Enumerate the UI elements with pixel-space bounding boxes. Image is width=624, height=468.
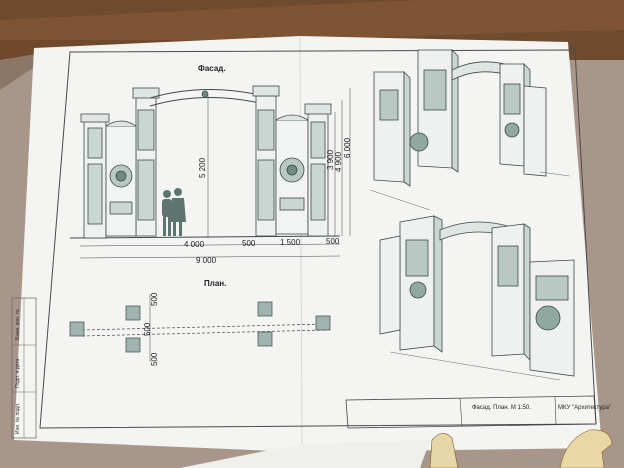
sheet-fold (299, 35, 303, 453)
margin-stamp-row-3: Инв. № подл. (15, 402, 21, 434)
human-silhouettes (162, 188, 186, 236)
dim-width-gap-2: 500 (326, 237, 340, 246)
facade-drawing (69, 85, 351, 259)
dim-width-gap-1: 500 (242, 239, 256, 248)
dim-width-opening: 4 000 (184, 240, 205, 249)
carved-horse (559, 429, 613, 468)
dim-width-leaf: 1 500 (280, 238, 301, 247)
plan-dim-mid: 500 (143, 322, 152, 336)
carved-figure (429, 433, 459, 468)
title-block (345, 395, 597, 429)
margin-stamp-row-2: Подп. и дата (15, 358, 21, 388)
plan-dim-bottom: 500 (150, 352, 159, 366)
facade-title: Фасад. (198, 64, 226, 73)
plan-dim-top: 500 (150, 292, 159, 306)
second-sheet (180, 440, 430, 468)
dim-height-total: 6 000 (343, 137, 352, 158)
perspective-view-top (369, 49, 571, 211)
plan-title: План. (204, 279, 227, 288)
plan-drawing (69, 294, 331, 362)
perspective-view-bottom (379, 215, 575, 381)
margin-stamp-row-1: Взам. инв. № (15, 309, 21, 340)
stamp-caption: Фасад. План. М 1:50. (472, 405, 531, 411)
dim-width-total: 9 000 (196, 256, 217, 265)
stamp-organization: МКУ "Архитектура" (558, 405, 612, 411)
dim-height-side-1: 4 900 (334, 151, 343, 172)
dim-height-arch: 5 200 (198, 157, 207, 178)
